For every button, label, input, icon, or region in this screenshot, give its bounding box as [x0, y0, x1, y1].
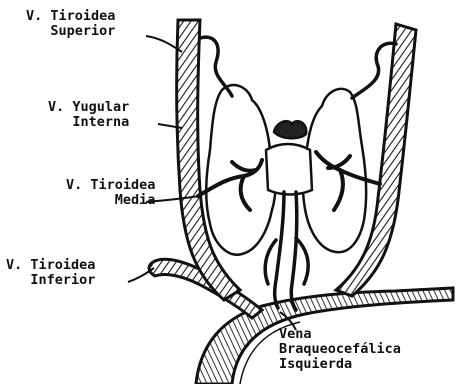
label-line: Braqueocefálica [279, 342, 401, 357]
leader-tiroidea-inferior [128, 268, 154, 282]
label-yugular-interna: V. Yugular Interna [48, 100, 129, 130]
label-line: Isquierda [279, 357, 401, 372]
label-tiroidea-superior: V. Tiroidea Superior [26, 9, 115, 39]
thyroid-cartilage [274, 121, 306, 138]
label-line: V. Tiroidea [6, 258, 95, 273]
label-vena-braquiocefalica: Vena Braqueocefálica Isquierda [279, 327, 401, 372]
label-line: Media [66, 193, 155, 208]
superior-thyroid-veins [200, 37, 396, 98]
label-line: Vena [279, 327, 401, 342]
thyroid-isthmus [266, 144, 312, 195]
label-line: V. Tiroidea [26, 9, 115, 24]
label-line: Interna [48, 115, 129, 130]
thyroid-right-lobe [303, 89, 366, 252]
label-line: V. Yugular [48, 100, 129, 115]
label-tiroidea-media: V. Tiroidea Media [66, 178, 155, 208]
label-line: V. Tiroidea [66, 178, 155, 193]
label-line: Superior [26, 24, 115, 39]
label-line: Inferior [6, 273, 95, 288]
label-tiroidea-inferior: V. Tiroidea Inferior [6, 258, 95, 288]
